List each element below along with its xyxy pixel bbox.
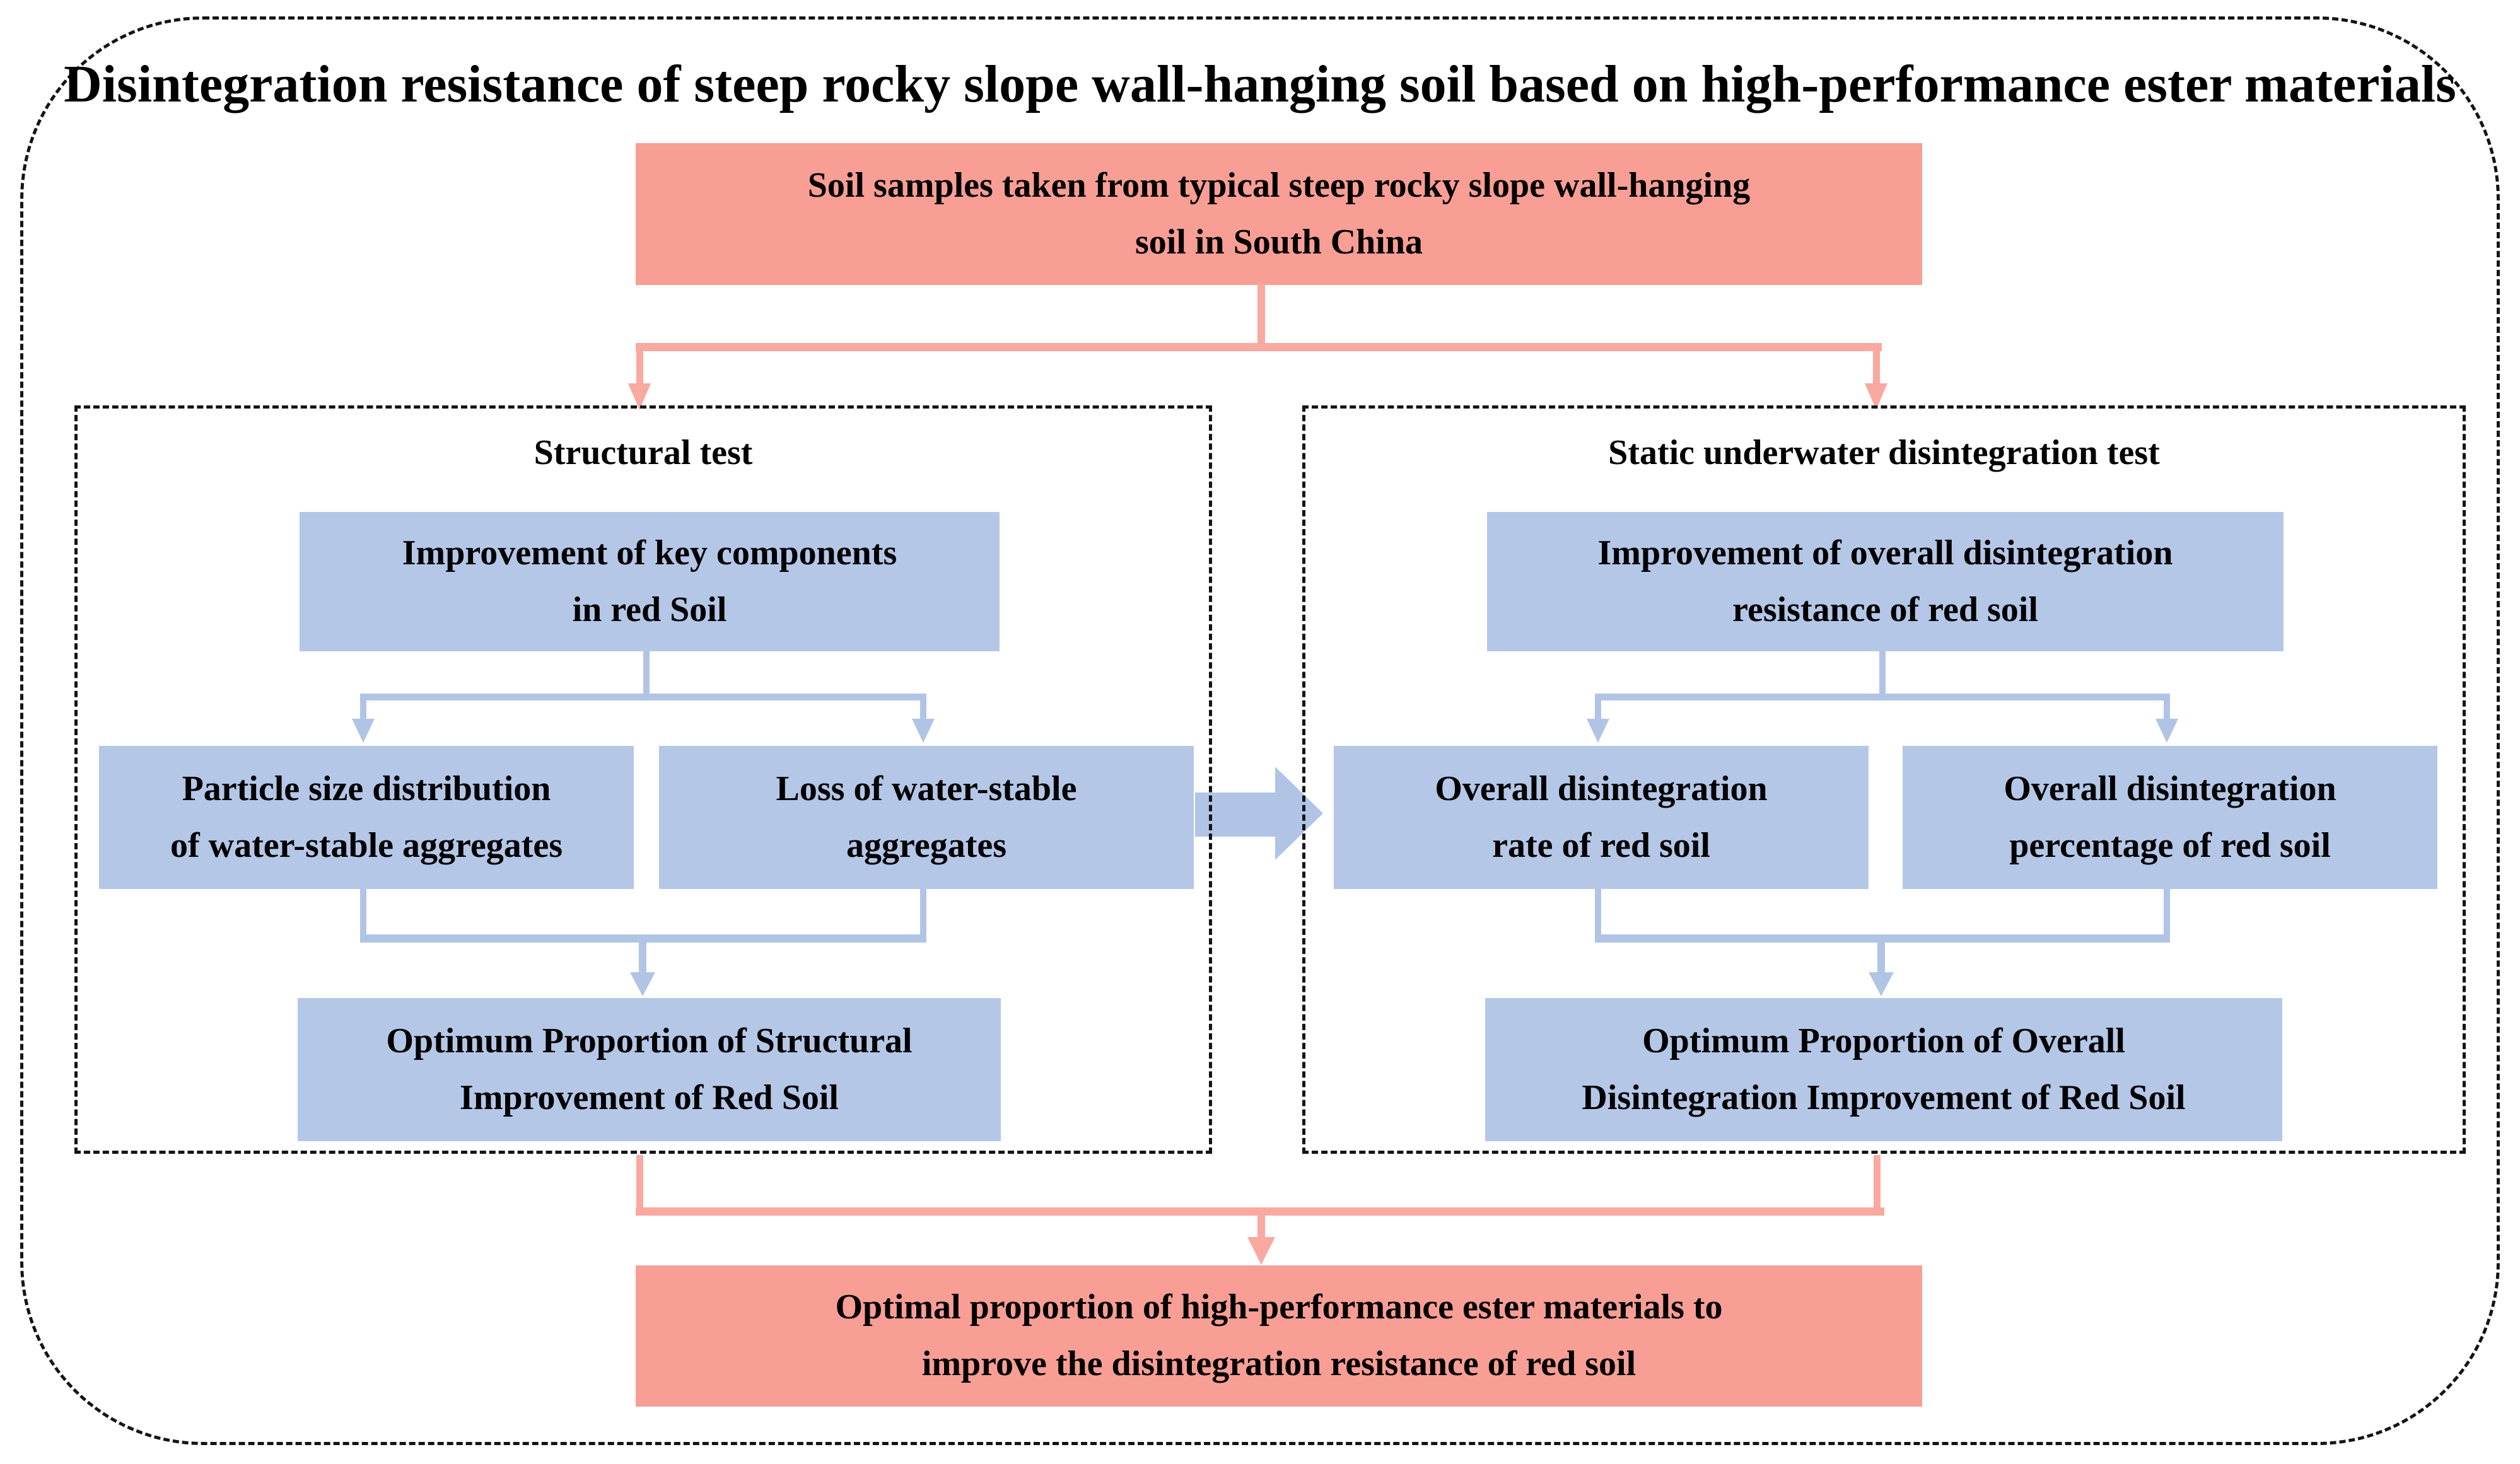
box-line: Loss of water-stable [776, 769, 1077, 808]
panel-static-underwater-disintegration-test: Static underwater disintegration test Im… [1302, 405, 2466, 1154]
panel-disintegration-title: Static underwater disintegration test [1608, 433, 2160, 472]
box-improvement-overall-disintegration: Improvement of overall disintegration re… [1487, 512, 2284, 651]
box-line: percentage of red soil [2009, 825, 2331, 865]
source-box-line: soil in South China [1135, 222, 1423, 262]
box-line: rate of red soil [1492, 825, 1710, 865]
box-line: Overall disintegration [1435, 769, 1768, 808]
box-optimum-disintegration-proportion: Optimum Proportion of Overall Disintegra… [1485, 998, 2282, 1141]
box-loss-water-stable-aggregates: Loss of water-stable aggregates [659, 746, 1194, 889]
box-line: improve the disintegration resistance of… [921, 1344, 1636, 1383]
box-line: Improvement of Red Soil [460, 1078, 839, 1117]
box-line: in red Soil [572, 590, 727, 629]
diagram-title: Disintegration resistance of steep rocky… [64, 55, 2456, 113]
box-line: Optimal proportion of high-performance e… [835, 1287, 1723, 1327]
box-line: Disintegration Improvement of Red Soil [1582, 1078, 2186, 1117]
panel-structural-title: Structural test [534, 433, 753, 472]
box-overall-disintegration-percentage: Overall disintegration percentage of red… [1903, 746, 2437, 889]
box-overall-disintegration-rate: Overall disintegration rate of red soil [1334, 746, 1869, 889]
panel-structural-test: Structural test Improvement of key compo… [74, 405, 1212, 1154]
box-particle-size-distribution: Particle size distribution of water-stab… [99, 746, 634, 889]
outer-dashed-border [20, 16, 2500, 1445]
box-line: Overall disintegration [2004, 769, 2336, 808]
final-optimal-proportion-box: Optimal proportion of high-performance e… [636, 1265, 1922, 1407]
box-line: resistance of red soil [1732, 590, 2038, 629]
box-line: Optimum Proportion of Structural [386, 1021, 913, 1060]
box-line: Particle size distribution [182, 769, 551, 808]
box-optimum-structural-proportion: Optimum Proportion of Structural Improve… [298, 998, 1001, 1141]
box-line: Improvement of overall disintegration [1597, 533, 2173, 572]
box-line: of water-stable aggregates [170, 825, 563, 865]
source-soil-samples-box: Soil samples taken from typical steep ro… [636, 143, 1922, 285]
box-improvement-key-components: Improvement of key components in red Soi… [300, 512, 1000, 651]
box-line: aggregates [846, 825, 1006, 865]
box-line: Optimum Proportion of Overall [1642, 1021, 2125, 1060]
box-line: Improvement of key components [402, 533, 897, 572]
source-box-line: Soil samples taken from typical steep ro… [807, 165, 1751, 205]
